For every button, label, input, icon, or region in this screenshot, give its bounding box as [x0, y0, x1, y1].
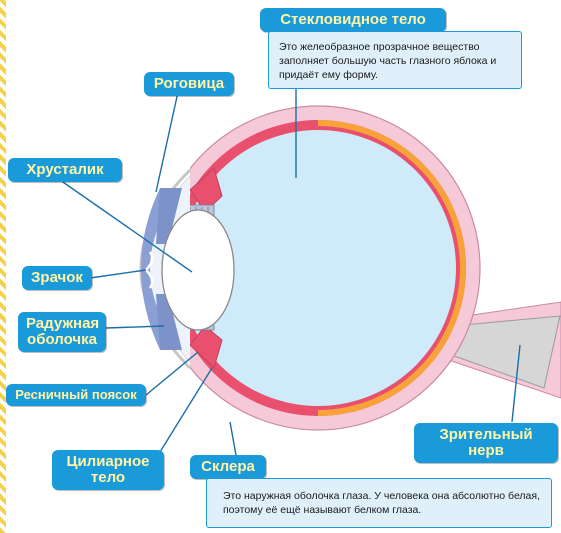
description-vitreous: Это желеобразное прозрачное вещество зап… [268, 31, 522, 89]
label-sclera: Склера [190, 455, 266, 479]
label-ciliary: Цилиарное тело [52, 450, 164, 490]
lens [162, 210, 234, 330]
pointer-sclera [230, 422, 236, 455]
label-zonule: Ресничный поясок [6, 384, 146, 406]
label-vitreous: Стекловидное тело [260, 8, 446, 32]
label-lens: Хрусталик [8, 158, 122, 182]
description-sclera: Это наружная оболочка глаза. У человека … [206, 478, 552, 528]
label-pupil: Зрачок [22, 266, 92, 290]
label-optic-nerve: Зрительный нерв [414, 423, 558, 463]
label-iris: Радужная оболочка [18, 312, 106, 352]
label-cornea: Роговица [144, 72, 234, 96]
